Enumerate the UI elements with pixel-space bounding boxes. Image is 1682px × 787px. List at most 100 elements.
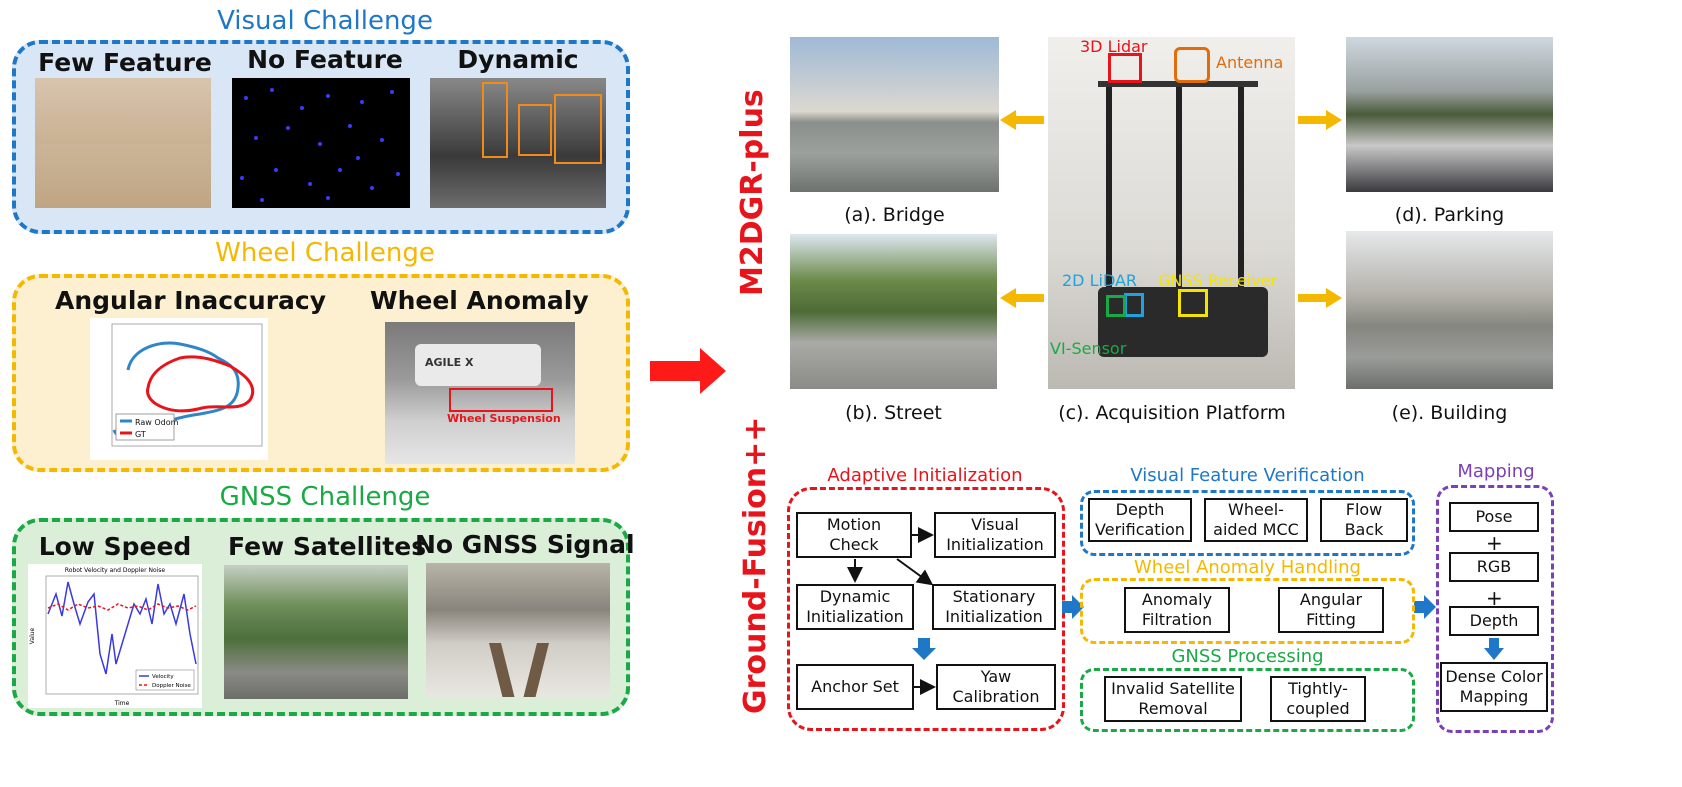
main-arrow bbox=[650, 348, 726, 394]
adaptive-arrows bbox=[847, 527, 936, 695]
dynamic-label: Dynamic bbox=[457, 45, 579, 74]
arrow-to-building bbox=[1298, 288, 1342, 308]
legend-raw-odom: Raw Odom bbox=[135, 418, 179, 427]
dynamic-box-3 bbox=[554, 94, 602, 164]
plot-title: Robot Velocity and Doppler Noise bbox=[65, 567, 166, 574]
no-feature-image bbox=[232, 78, 410, 208]
visual-verification-title: Visual Feature Verification bbox=[1130, 465, 1365, 486]
anomaly-filtration-box: Anomaly Filtration bbox=[1124, 587, 1230, 633]
lidar2d-label: 2D LiDAR bbox=[1062, 271, 1138, 290]
angular-fitting-box: Angular Fitting bbox=[1278, 587, 1384, 633]
feature-point bbox=[244, 96, 248, 100]
gnss-receiver-label: GNSS Receiver bbox=[1158, 271, 1277, 290]
adaptive-init-title: Adaptive Initialization bbox=[827, 465, 1023, 486]
dynamic-image bbox=[430, 78, 606, 208]
wheel-anomaly-label: Wheel Anomaly bbox=[370, 286, 589, 315]
anchor-set-box: Anchor Set bbox=[796, 664, 914, 710]
feature-point bbox=[254, 136, 258, 140]
feature-point bbox=[326, 94, 330, 98]
top-plate bbox=[1098, 81, 1258, 87]
low-speed-label: Low Speed bbox=[38, 532, 192, 561]
plot-ylabel: Value bbox=[29, 627, 36, 644]
low-speed-plot: Robot Velocity and Doppler Noise Velocit… bbox=[28, 564, 202, 708]
street-caption: (b). Street bbox=[845, 402, 942, 424]
lidar2d-box bbox=[1124, 293, 1144, 317]
stationary-init-box: Stationary Initialization bbox=[932, 584, 1056, 630]
dynamic-box-1 bbox=[482, 82, 508, 158]
few-feature-image bbox=[35, 78, 211, 208]
antenna-box bbox=[1174, 47, 1210, 83]
wheel-aided-mcc-box: Wheel- aided MCC bbox=[1204, 498, 1308, 542]
feature-point bbox=[390, 90, 394, 94]
feature-point bbox=[348, 124, 352, 128]
robot-body bbox=[415, 344, 541, 386]
vi-sensor-box bbox=[1106, 295, 1126, 317]
wheel-challenge-title: Wheel Challenge bbox=[215, 238, 435, 268]
feature-point bbox=[286, 126, 290, 130]
invalid-satellite-box: Invalid Satellite Removal bbox=[1104, 676, 1242, 722]
feature-point bbox=[326, 196, 330, 200]
arrow-to-street bbox=[1000, 288, 1044, 308]
feature-point bbox=[338, 168, 342, 172]
rgb-box: RGB bbox=[1449, 552, 1539, 582]
wheel-anomaly-image: AGILE X Wheel Suspension bbox=[385, 322, 575, 464]
wheel-anomaly-title: Wheel Anomaly Handling bbox=[1134, 557, 1361, 578]
m2dgr-plus-label: M2DGR-plus bbox=[735, 89, 770, 296]
feature-points bbox=[240, 88, 400, 202]
gnss-receiver-box bbox=[1178, 289, 1208, 317]
feature-point bbox=[300, 106, 304, 110]
legend-velocity: Velocity bbox=[152, 674, 174, 680]
gnss-processing-title: GNSS Processing bbox=[1171, 646, 1324, 667]
mapping-panel bbox=[1436, 485, 1554, 733]
plot-xlabel: Time bbox=[114, 700, 130, 707]
parking-caption: (d). Parking bbox=[1394, 204, 1505, 226]
wheel-anomaly-panel bbox=[1080, 578, 1415, 644]
mapping-title: Mapping bbox=[1457, 461, 1535, 482]
building-caption: (e). Building bbox=[1391, 402, 1508, 424]
robot-logo: AGILE X bbox=[425, 356, 474, 369]
platform-caption: (c). Acquisition Platform bbox=[1058, 402, 1286, 424]
feature-point bbox=[318, 142, 322, 146]
depth-verification-box: Depth Verification bbox=[1088, 498, 1192, 542]
no-gnss-signal-label: No GNSS Signal bbox=[415, 530, 635, 559]
feature-point bbox=[396, 172, 400, 176]
antenna-label: Antenna bbox=[1216, 53, 1284, 72]
legend-gt: GT bbox=[135, 430, 146, 439]
angular-inaccuracy-label: Angular Inaccuracy bbox=[55, 286, 327, 315]
building-image bbox=[1346, 231, 1553, 389]
feature-point bbox=[270, 88, 274, 92]
bridge-caption: (a). Bridge bbox=[844, 204, 945, 226]
gnss-processing-panel bbox=[1080, 668, 1415, 732]
arrow-modules-to-mapping bbox=[1414, 595, 1436, 619]
legend-doppler: Doppler Noise bbox=[152, 683, 191, 689]
pose-box: Pose bbox=[1449, 502, 1539, 532]
parking-image bbox=[1346, 37, 1553, 192]
street-image bbox=[790, 234, 997, 389]
plus-1: + bbox=[1486, 531, 1503, 555]
visual-challenge-title: Visual Challenge bbox=[217, 6, 433, 36]
vi-sensor-label: VI-Sensor bbox=[1050, 339, 1127, 358]
lidar3d-label: 3D Lidar bbox=[1080, 37, 1148, 56]
few-feature-label: Few Feature bbox=[38, 48, 212, 77]
motion-check-box: Motion Check bbox=[796, 512, 912, 558]
feature-point bbox=[240, 176, 244, 180]
visual-init-box: Visual Initialization bbox=[934, 512, 1056, 558]
depth-box: Depth bbox=[1449, 606, 1539, 636]
pole-3 bbox=[1238, 85, 1244, 315]
feature-point bbox=[274, 168, 278, 172]
arrow-adaptive-to-modules bbox=[1062, 595, 1084, 619]
arrow-to-bridge bbox=[1000, 110, 1044, 130]
few-satellites-label: Few Satellites bbox=[228, 532, 427, 561]
platform-image: 3D Lidar Antenna 2D LiDAR GNSS Receiver … bbox=[1048, 37, 1295, 389]
gnss-challenge-title: GNSS Challenge bbox=[219, 482, 431, 512]
no-gnss-image bbox=[426, 563, 610, 697]
flow-back-box: Flow Back bbox=[1320, 498, 1408, 542]
dynamic-box-2 bbox=[518, 104, 552, 156]
bridge-image bbox=[790, 37, 999, 192]
feature-point bbox=[356, 156, 360, 160]
trajectory-plot: Raw Odom GT bbox=[111, 323, 263, 447]
feature-point bbox=[260, 198, 264, 202]
tightly-coupled-box: Tightly- coupled bbox=[1270, 676, 1366, 722]
feature-point bbox=[370, 186, 374, 190]
wheel-suspension-label: Wheel Suspension bbox=[447, 412, 561, 425]
